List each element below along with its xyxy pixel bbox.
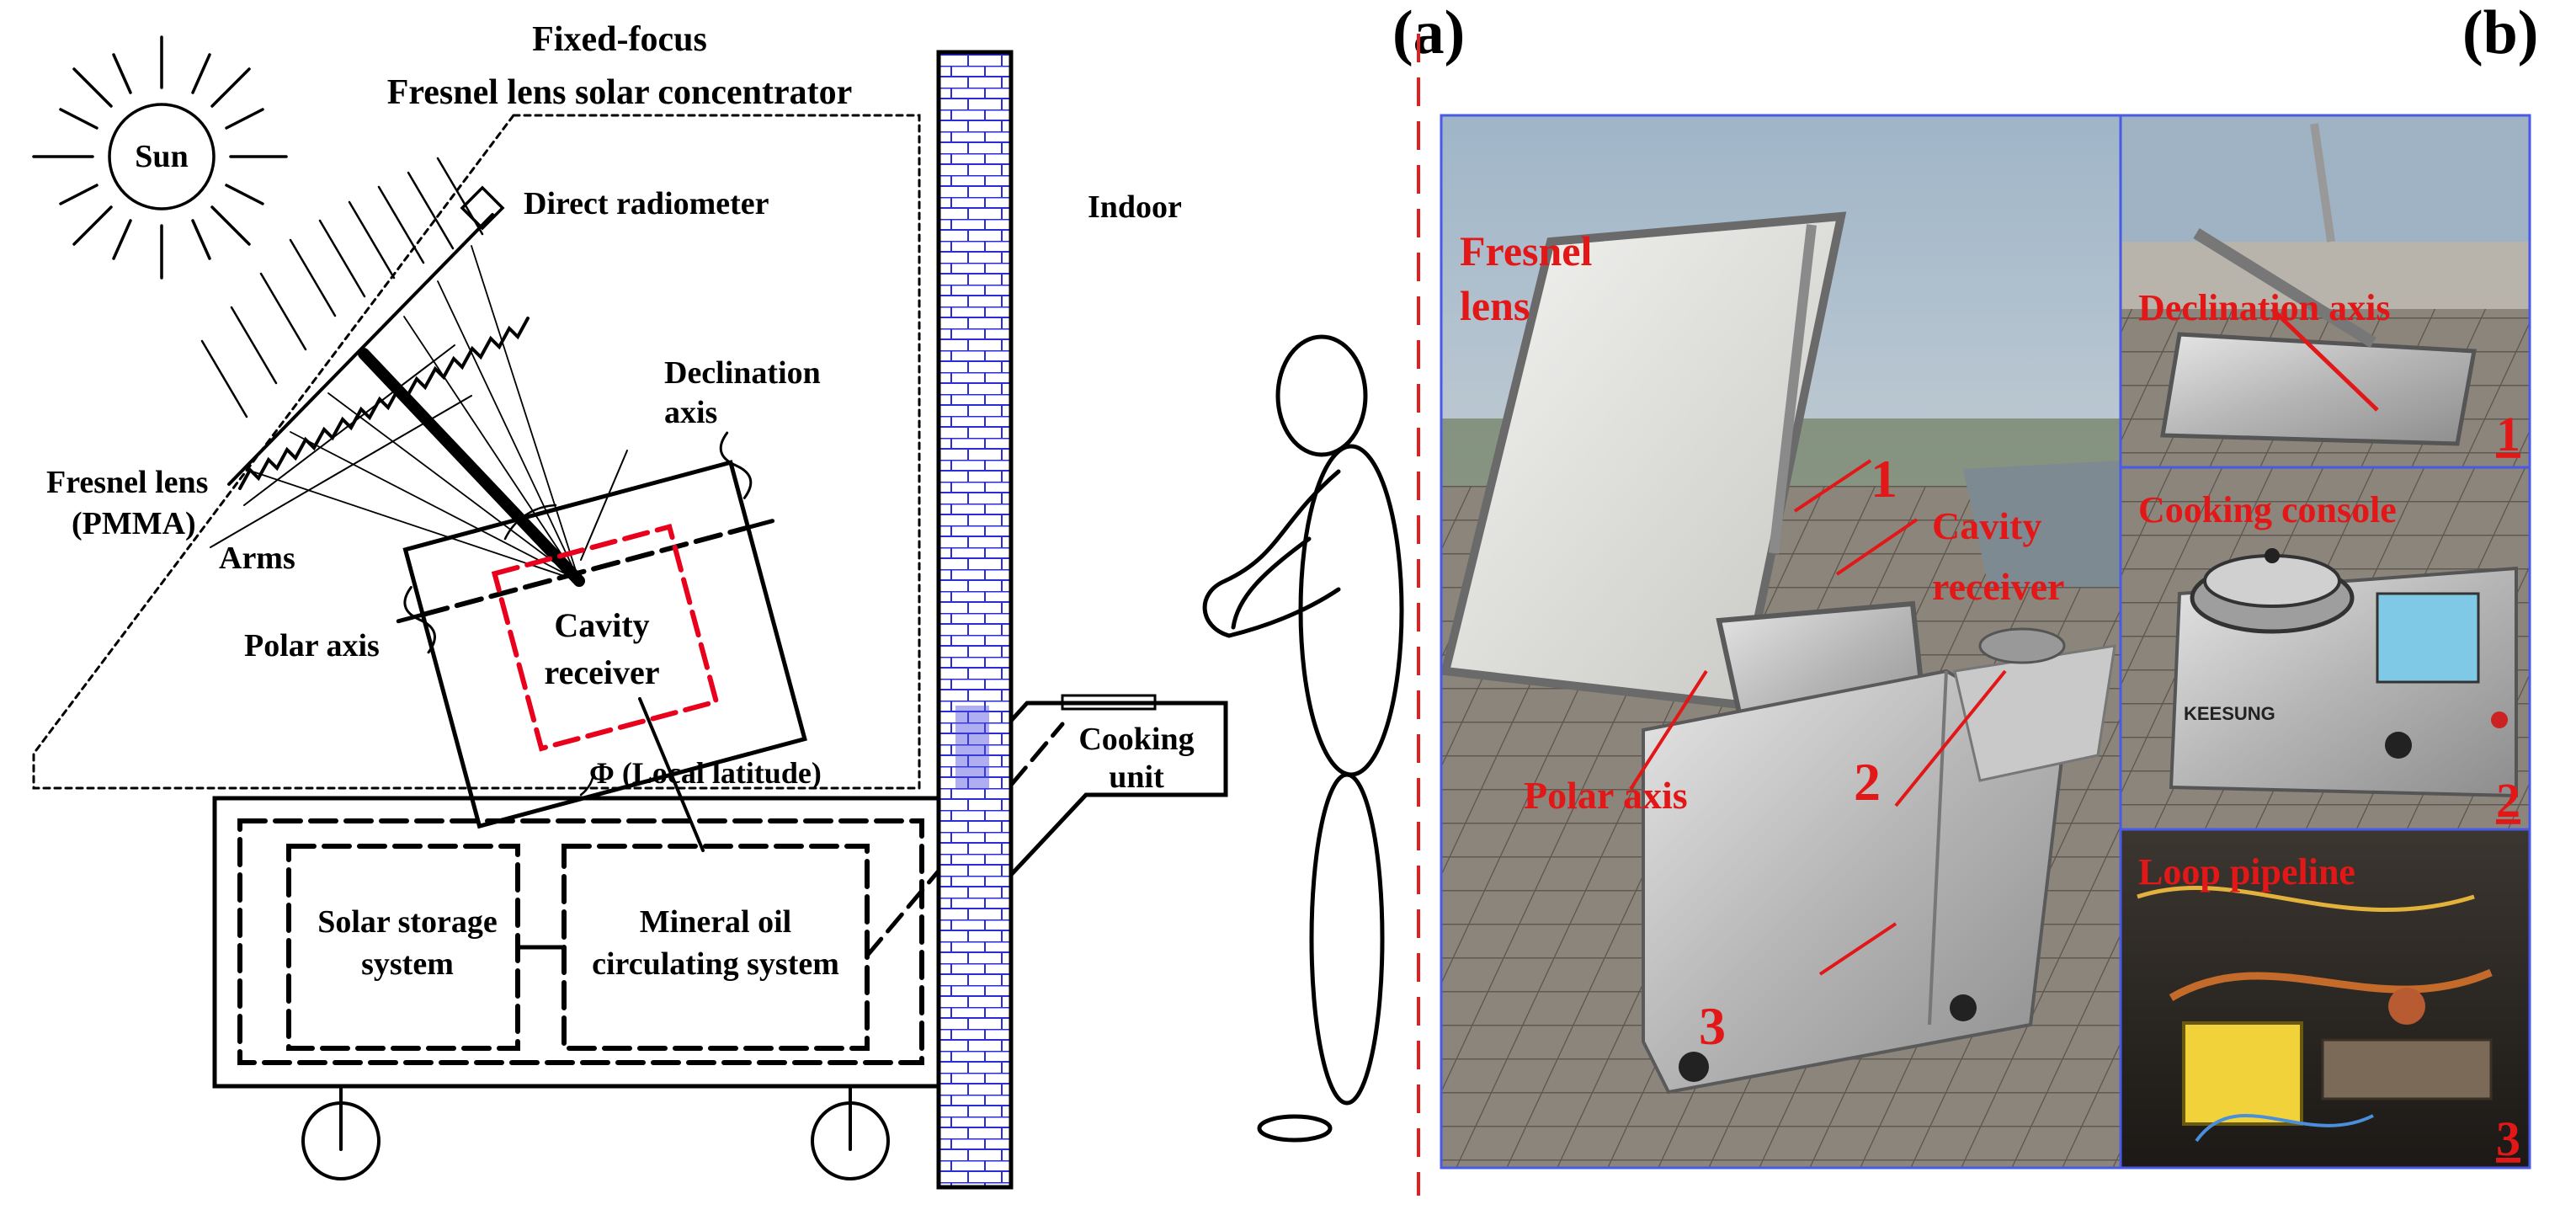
inset-photo-loop-pipeline: Loop pipeline 3	[2119, 828, 2531, 1170]
sun-icon	[32, 35, 288, 280]
direct-radiometer-label: Direct radiometer	[524, 186, 769, 221]
brick-wall	[936, 50, 1014, 1190]
concentrator-title-line1: Fixed-focus	[532, 20, 707, 59]
sun-label: Sun	[135, 139, 188, 174]
main-marker-2: 2	[1854, 752, 1881, 812]
inset3-marker: 3	[2496, 1111, 2520, 1166]
declination-axis-label-line2: axis	[664, 395, 717, 430]
panel-a-schematic	[32, 35, 1404, 1180]
inset3-label: Loop pipeline	[2138, 851, 2355, 893]
main-cavity-receiver-label-line2: receiver	[1932, 565, 2064, 608]
latitude-arc	[579, 773, 595, 797]
radiometer-box	[460, 185, 505, 231]
panel-label-b: (b)	[2462, 0, 2538, 67]
solar-storage-label-line2: system	[361, 946, 454, 982]
inset2-label: Cooking console	[2138, 489, 2397, 530]
cart-wheel-right	[811, 1084, 890, 1180]
cart-inner-dashed	[237, 818, 924, 1065]
inset2-marker: 2	[2496, 773, 2520, 828]
fresnel-lens-label-line1: Fresnel lens	[46, 465, 208, 500]
cooking-unit-label-line2: unit	[1109, 759, 1164, 795]
cavity-receiver-outline	[491, 523, 720, 752]
main-photo: Fresnel lens Cavity receiver Polar axis …	[1440, 114, 2122, 1170]
declination-leader	[580, 450, 628, 561]
panel-a-labels: (a) Fixed-focus Fresnel lens solar conce…	[46, 0, 1465, 982]
arms-leader	[243, 344, 455, 506]
cooking-unit-label-line1: Cooking	[1078, 722, 1194, 757]
photo-block-border	[1440, 114, 2531, 1170]
arms-label: Arms	[219, 541, 295, 576]
main-polar-axis-label: Polar axis	[1524, 774, 1688, 817]
cooking-unit-pot	[1061, 694, 1157, 711]
main-cavity-receiver-label-line1: Cavity	[1932, 504, 2041, 547]
fresnel-lens-label-line2: (PMMA)	[72, 506, 196, 541]
declination-axis-label-line1: Declination	[664, 355, 821, 391]
mineral-oil-label-line1: Mineral oil	[640, 904, 791, 940]
inset-photo-cooking-console: KEESUNG Cooking console 2	[2119, 466, 2531, 831]
cart-body	[212, 796, 950, 1089]
main-fresnel-lens-label-line2: lens	[1460, 282, 1530, 329]
cavity-receiver-label-line2: receiver	[545, 653, 660, 691]
indoor-label: Indoor	[1088, 189, 1182, 225]
declination-arc	[503, 504, 557, 541]
mineral-oil-label-line2: circulating system	[592, 946, 839, 982]
concentrator-title-line2: Fresnel lens solar concentrator	[387, 73, 853, 112]
arms-leader-2	[210, 395, 472, 548]
main-fresnel-lens-label-line1: Fresnel	[1460, 227, 1592, 274]
inset1-label: Declination axis	[2138, 287, 2390, 328]
main-marker-3: 3	[1699, 996, 1726, 1056]
inset-photo-declination: Declination axis 1	[2119, 114, 2531, 469]
panel-label-a: (a)	[1392, 0, 1465, 67]
inset1-marker: 1	[2496, 407, 2520, 461]
main-marker-1: 1	[1871, 449, 1897, 509]
support-arm	[358, 348, 585, 587]
incoming-rays	[200, 157, 484, 418]
local-latitude-label: Φ (Local latitude)	[589, 756, 822, 790]
concentrator-outline	[32, 114, 921, 790]
cart-wheel-left	[301, 1084, 381, 1180]
console-brand: KEESUNG	[2184, 703, 2275, 724]
polar-axis-label: Polar axis	[244, 628, 380, 663]
receiver-pipe	[638, 697, 705, 852]
fresnel-lens	[227, 213, 530, 490]
cavity-receiver-label-line1: Cavity	[554, 606, 649, 644]
indoor-person	[1202, 334, 1404, 1143]
receiver-box	[396, 431, 807, 829]
solar-storage-label-line1: Solar storage	[317, 904, 498, 940]
